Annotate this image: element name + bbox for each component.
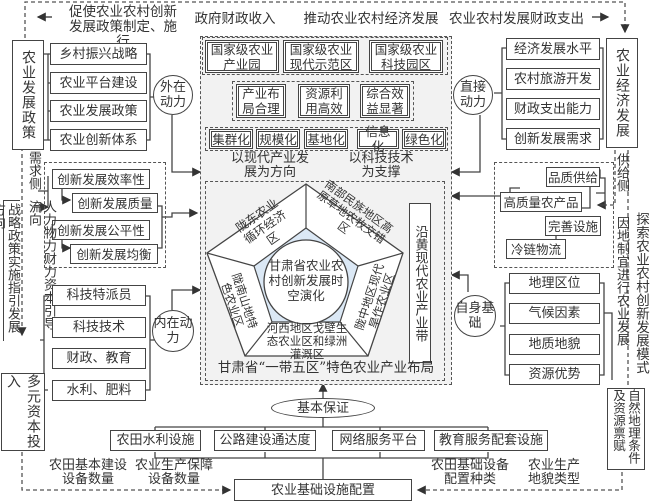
direct-driver-circle: 直接动力 [453, 75, 493, 115]
supply-side-group [494, 162, 614, 268]
mode-box: 绿色化 [402, 129, 446, 149]
local-adaptation-label: 因地制宜进行农业发展 [614, 216, 629, 346]
supply-item: 完善设施 [545, 216, 601, 236]
policy-item: 农业发展政策 [50, 100, 147, 122]
parks-group [202, 37, 448, 75]
supply-item: 品质供给 [546, 167, 600, 187]
park-box: 国家级农业科技园区 [369, 40, 443, 73]
fiscal-expenditure-label: 农业农村发展财政支出 [449, 11, 584, 27]
direction-left-label: 以现代产业发展为方向 [230, 151, 309, 180]
guarantee-item: 教育服务配套设施 [434, 430, 548, 451]
demand-item: 创新发展公平性 [52, 220, 150, 240]
self-base-item: 气候因素 [509, 303, 600, 324]
supply-side-label: 供给侧 [614, 153, 629, 192]
inner-item: 水利、肥料 [52, 380, 146, 401]
layout-group [205, 181, 445, 381]
economic-development-label: 推动农业农村经济发展 [303, 11, 439, 27]
demand-item: 创新发展均衡 [70, 244, 158, 264]
infrastructure-config-box: 农业基础设施配置 [234, 479, 412, 501]
left-config-label1: 农田基本建设设备数量 [48, 458, 127, 487]
self-base-item: 地质地貌 [509, 334, 600, 355]
strategy-guidance-label: 战略政策实施指引发展方向 [0, 200, 20, 341]
inner-item: 财政、教育 [52, 348, 146, 369]
right-config-label2: 农业生产地貌类型 [527, 458, 580, 487]
outcome-box: 综合效益显著 [360, 84, 410, 118]
inner-item: 科技特派员 [52, 285, 146, 306]
demand-side-label: 需求侧 [26, 151, 41, 190]
inner-item: 科技技术 [52, 317, 146, 338]
mode-box: 集群化 [209, 129, 253, 149]
agri-economy-box: 农业经济发展 [606, 38, 638, 148]
self-base-circle: 自身基础 [454, 295, 496, 337]
supply-item: 冷链物流 [506, 239, 566, 259]
left-config-label2: 农业生产保障设备数量 [134, 458, 213, 487]
economy-item: 创新发展需求 [506, 128, 600, 150]
policy-item: 乡村振兴战略 [50, 43, 147, 65]
economy-item: 农村旅游开发 [506, 68, 600, 90]
modes-group [205, 127, 448, 151]
outcomes-group [232, 81, 414, 121]
mode-box: 基地化 [304, 129, 348, 149]
basic-guarantee-ellipse: 基本保证 [271, 398, 375, 418]
park-box: 国家级农业现代示范区 [283, 40, 359, 73]
economy-item: 经济发展水平 [506, 38, 600, 60]
core-circle [263, 239, 349, 325]
supply-item: 高质量农产品 [500, 192, 582, 212]
external-driver-circle: 外在动力 [153, 75, 193, 115]
yellow-river-belt: 沿黄现代农业产业带 [409, 203, 431, 363]
demand-side-group [44, 162, 166, 268]
policy-item: 农业创新体系 [50, 129, 147, 151]
natural-endowment-box: 自然地理条件及资源禀赋 [607, 388, 645, 470]
layout-title: 甘肃省“一带五区”特色农业产业布局 [217, 360, 435, 376]
explore-model-label: 探索农业农村创新发展模式 [633, 212, 649, 374]
demand-item: 创新发展质量 [72, 193, 158, 213]
right-config-label1: 农田基础设备配置种类 [430, 458, 509, 487]
mode-box: 信息化 [357, 124, 399, 154]
direction-right-label: 以科技技术为支撑 [348, 151, 414, 180]
demand-item: 创新发展效率性 [52, 169, 150, 189]
self-base-item: 资源优势 [509, 364, 600, 385]
mode-box: 规模化 [256, 129, 300, 149]
capital-input-box: 多元资本投入 [1, 373, 45, 451]
zone-hexi: 河西地区戈壁生态农业区和绿洲灌溉区 [266, 321, 348, 361]
policy-item: 农业平台建设 [50, 72, 147, 94]
self-base-item: 地理区位 [509, 273, 600, 294]
pentagon-core-label: 甘肃省农业农村创新发展时空演化 [268, 258, 344, 303]
inner-driver-circle: 内在动力 [152, 310, 194, 352]
guarantee-item: 网络服务平台 [332, 430, 425, 451]
agri-policy-box: 农业发展政策 [12, 40, 44, 150]
top-left-label-line1: 促使农业农村创新 [69, 4, 177, 20]
economy-item: 财政支出能力 [506, 98, 600, 120]
outcome-box: 产业布局合理 [236, 84, 286, 118]
fiscal-revenue-label: 政府财政收入 [194, 11, 276, 27]
park-box: 国家级农业产业园 [205, 40, 279, 73]
guarantee-item: 农田水利设施 [110, 430, 201, 451]
outcome-box: 资源利用高效 [298, 84, 350, 118]
guarantee-item: 公路建设通达度 [214, 430, 316, 451]
